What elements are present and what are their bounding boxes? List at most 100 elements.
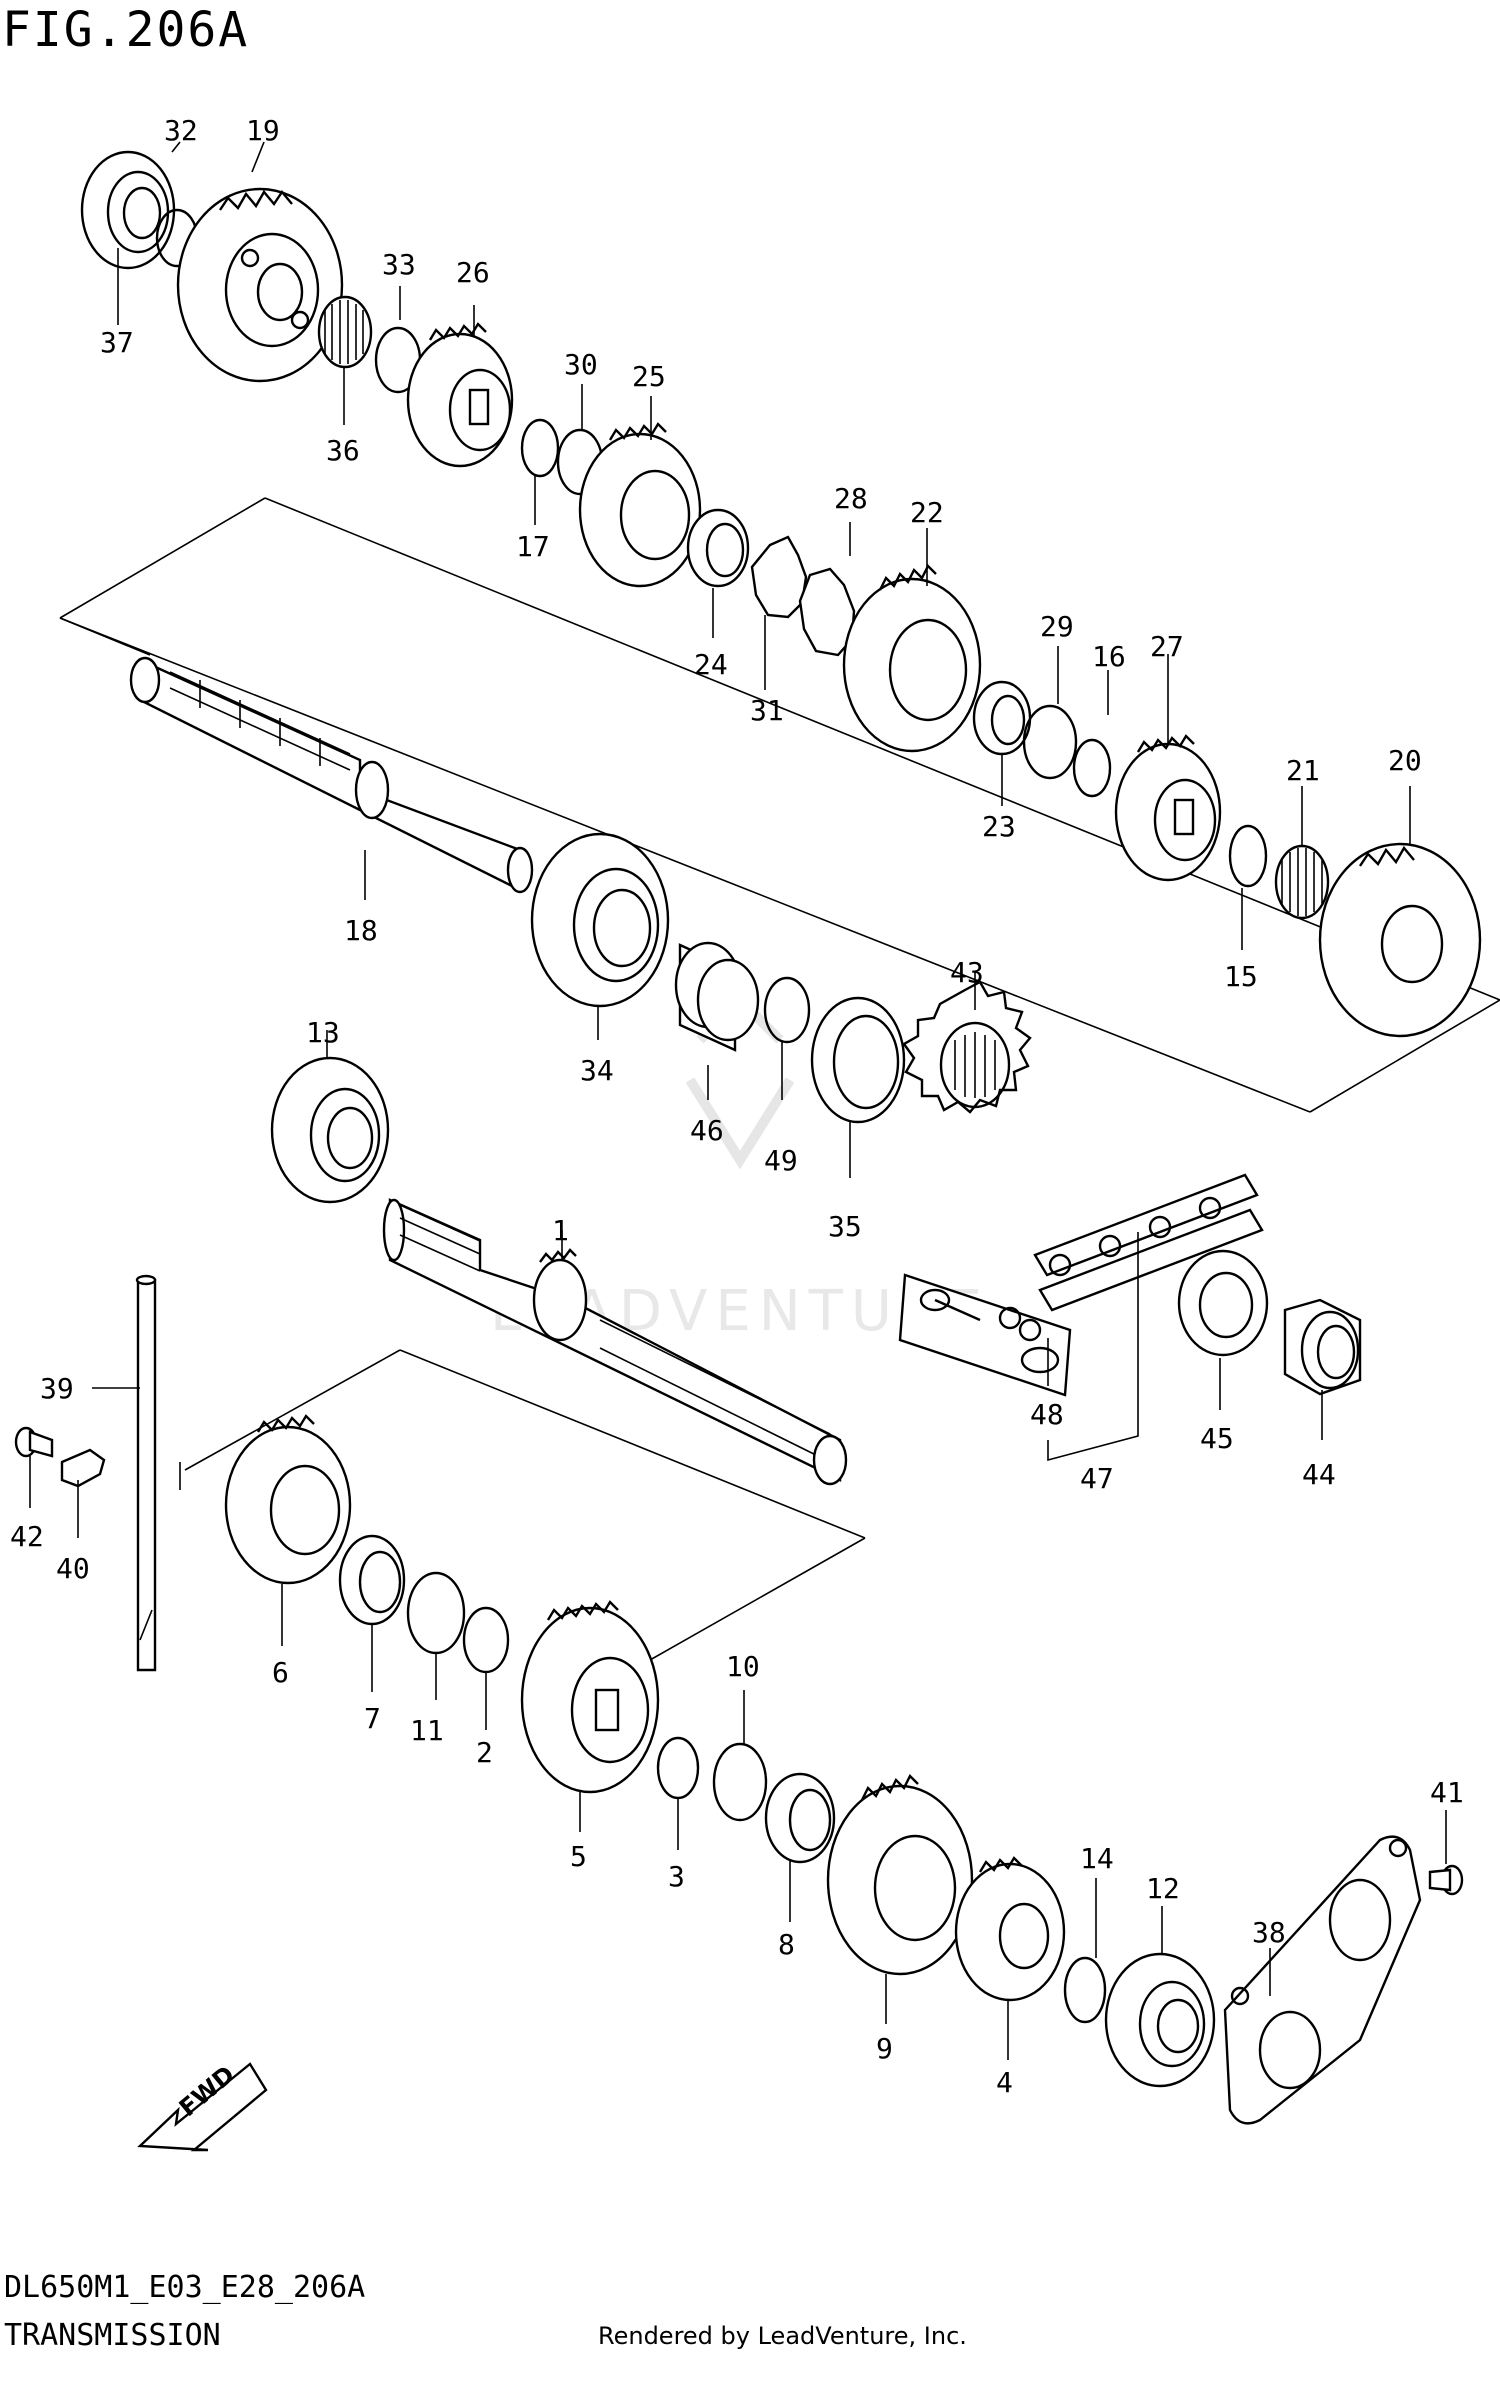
outline-tick (59, 617, 151, 656)
callout-7: 7 (364, 1702, 381, 1735)
callout-32: 32 (164, 114, 198, 147)
part-31-lock-washer (750, 535, 808, 619)
callout-43: 43 (950, 956, 984, 989)
part-7-bushing (338, 1534, 406, 1626)
callout-47: 47 (1080, 1462, 1114, 1495)
callout-41: 41 (1430, 1776, 1464, 1809)
callout-1: 1 (552, 1214, 569, 1247)
figure-title: FIG.206A (2, 2, 250, 58)
callout-36: 36 (326, 434, 360, 467)
callout-35: 35 (828, 1210, 862, 1243)
callout-24: 24 (694, 648, 728, 681)
callout-30: 30 (564, 348, 598, 381)
part-36-needle-bearing (317, 295, 373, 369)
callout-5: 5 (570, 1840, 587, 1873)
callout-16: 16 (1092, 640, 1126, 673)
callout-21: 21 (1286, 754, 1320, 787)
callout-19: 19 (246, 114, 280, 147)
part-49-o-ring (763, 976, 811, 1044)
callout-15: 15 (1224, 960, 1258, 993)
callout-9: 9 (876, 2032, 893, 2065)
callout-28: 28 (834, 482, 868, 515)
part-25-gear (578, 422, 702, 588)
callout-48: 48 (1030, 1398, 1064, 1431)
callout-49: 49 (764, 1144, 798, 1177)
callout-46: 46 (690, 1114, 724, 1147)
callout-37: 37 (100, 326, 134, 359)
part-34-bearing (530, 832, 670, 1008)
part-4-gear (954, 1856, 1066, 2002)
part-39-shift-rod (135, 1274, 157, 1672)
callout-8: 8 (778, 1928, 795, 1961)
part-27-gear (1114, 734, 1222, 882)
part-20-gear (1318, 842, 1482, 1038)
part-2-circlip (462, 1606, 510, 1674)
part-38-bearing-retainer (1223, 1835, 1422, 2125)
part-47-drive-chain (1033, 1173, 1264, 1312)
part-21-needle-bearing (1274, 844, 1330, 920)
callout-31: 31 (750, 694, 784, 727)
callout-6: 6 (272, 1656, 289, 1689)
callout-23: 23 (982, 810, 1016, 843)
callout-14: 14 (1080, 1842, 1114, 1875)
callout-3: 3 (668, 1860, 685, 1893)
part-5-gear (520, 1600, 660, 1794)
part-16-circlip (1072, 738, 1112, 798)
part-8-bushing (764, 1772, 836, 1864)
shaft-1-outline (184, 1349, 866, 1661)
part-6-gear (224, 1414, 352, 1585)
callout-10: 10 (726, 1650, 760, 1683)
leader-lines (29, 141, 1447, 2060)
part-40-stopper (60, 1448, 106, 1488)
part-24-bushing (686, 508, 750, 588)
callout-26: 26 (456, 256, 490, 289)
fwd-arrow[interactable]: FWD (137, 2060, 268, 2152)
part-19-gear (176, 187, 344, 383)
part-26-gear (406, 322, 514, 468)
part-15-circlip (1228, 824, 1268, 888)
callout-44: 44 (1302, 1458, 1336, 1491)
part-48-master-link (898, 1273, 1072, 1397)
callout-2: 2 (476, 1736, 493, 1769)
callout-12: 12 (1146, 1872, 1180, 1905)
part-12-bearing (1104, 1952, 1216, 2088)
callout-numbers: 32 19 37 33 26 36 30 25 17 28 22 24 31 2… (10, 114, 1464, 2099)
part-3-circlip (656, 1736, 700, 1800)
upper-group-outline (59, 497, 1500, 1113)
callout-40: 40 (56, 1552, 90, 1585)
part-9-gear (826, 1773, 974, 1976)
part-23-bushing (972, 680, 1032, 756)
section-title: TRANSMISSION (4, 2318, 221, 2353)
part-43-sprocket (902, 980, 1032, 1114)
callout-38: 38 (1252, 1916, 1286, 1949)
callout-13: 13 (306, 1016, 340, 1049)
part-29-washer (1022, 704, 1078, 780)
callout-27: 27 (1150, 630, 1184, 663)
part-14-circlip (1063, 1956, 1107, 2024)
part-44-collar (1283, 1298, 1362, 1396)
part-22-gear (842, 563, 982, 753)
part-11-washer (406, 1571, 466, 1655)
part-17-circlip (520, 418, 560, 478)
callout-25: 25 (632, 360, 666, 393)
callout-33: 33 (382, 248, 416, 281)
callout-4: 4 (996, 2066, 1013, 2099)
callout-20: 20 (1388, 744, 1422, 777)
callout-42: 42 (10, 1520, 44, 1553)
callout-17: 17 (516, 530, 550, 563)
part-45-lock-plate (1177, 1249, 1269, 1357)
render-credit: Rendered by LeadVenture, Inc. (598, 2322, 967, 2350)
part-18-countershaft (129, 656, 534, 894)
part-1-main-shaft (382, 1198, 848, 1486)
callout-11: 11 (410, 1714, 444, 1747)
callout-39: 39 (40, 1372, 74, 1405)
model-code: DL650M1_E03_E28_206A (4, 2270, 366, 2305)
callout-22: 22 (910, 496, 944, 529)
part-13-bearing (270, 1056, 390, 1204)
part-41-screw (1428, 1864, 1464, 1896)
part-46-spacer (674, 941, 760, 1052)
part-42-bolt (14, 1426, 54, 1458)
callout-34: 34 (580, 1054, 614, 1087)
part-10-washer (712, 1742, 768, 1822)
